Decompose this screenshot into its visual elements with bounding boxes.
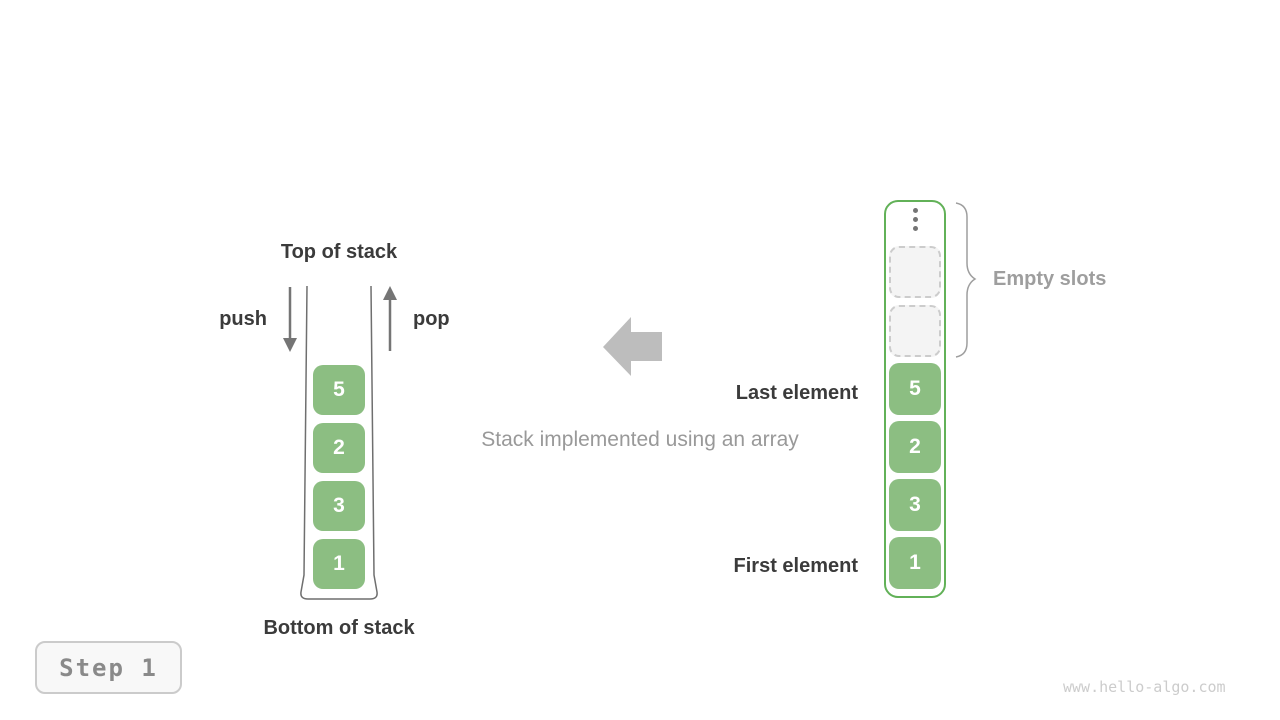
ellipsis-icon [884,208,946,231]
stack-element: 2 [313,423,365,473]
watermark-text: www.hello-algo.com [1063,678,1226,696]
array-element: 5 [889,363,941,415]
stack-element: 3 [313,481,365,531]
stack-element: 5 [313,365,365,415]
empty-slots-label: Empty slots [993,268,1107,290]
empty-slots-brace-icon [955,202,977,358]
array-element: 2 [889,421,941,473]
pop-arrow-icon [383,286,397,351]
array-element: 3 [889,479,941,531]
left-block-arrow-icon [603,317,662,376]
caption-text: Stack implemented using an array [481,428,799,451]
top-of-stack-label: Top of stack [280,241,398,263]
array-element: 1 [889,537,941,589]
bottom-of-stack-label: Bottom of stack [263,617,415,639]
first-element-label: First element [733,555,858,577]
push-label: push [219,308,267,330]
push-arrow-icon [283,287,297,352]
empty-slot [889,246,941,298]
stack-element: 1 [313,539,365,589]
pop-label: pop [413,308,450,330]
step-badge: Step 1 [35,641,182,694]
empty-slot [889,305,941,357]
last-element-label: Last element [735,382,858,404]
